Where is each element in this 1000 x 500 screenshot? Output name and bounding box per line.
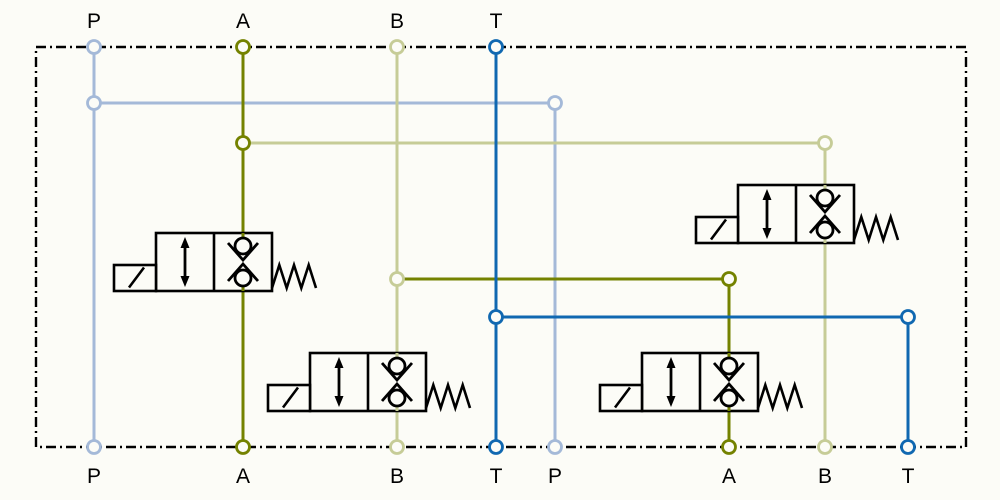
flow-arrow-head-down-icon (762, 228, 772, 239)
flow-arrow-head-up-icon (334, 357, 344, 368)
check-ball-bottom-icon (815, 220, 835, 240)
solenoid-slash-icon (709, 218, 728, 241)
port-label-bottom-T: T (902, 465, 915, 488)
check-ball-top-icon (387, 356, 407, 376)
labels-layer: P A B T P A B T P A B T (87, 10, 915, 488)
port-label-top-A: A (236, 10, 250, 33)
valve-bottom-right[interactable] (598, 351, 804, 413)
spring-icon (424, 380, 472, 413)
valve-top-left[interactable] (112, 231, 318, 293)
check-seat-top-icon (380, 362, 414, 383)
check-ball-bottom-icon (387, 388, 407, 408)
port-bottom-P[interactable] (86, 439, 102, 455)
check-ball-top-icon (815, 188, 835, 208)
solenoid-slash-icon (127, 266, 146, 289)
check-seat-bottom-icon (380, 381, 414, 402)
port-label-top-P: P (87, 10, 101, 33)
check-ball-bottom-icon (719, 388, 739, 408)
port-top-B[interactable] (389, 39, 405, 55)
port-label-top-B: B (390, 10, 404, 33)
valve-bottom-left[interactable] (266, 351, 472, 413)
port-top-A[interactable] (235, 39, 251, 55)
port-label-top-T: T (490, 10, 503, 33)
check-seat-bottom-icon (808, 213, 842, 234)
port-bottom-B[interactable] (817, 439, 833, 455)
flow-arrow-head-down-icon (666, 396, 676, 407)
flow-arrow-head-down-icon (334, 396, 344, 407)
check-ball-top-icon (719, 356, 739, 376)
port-bottom-P[interactable] (547, 439, 563, 455)
port-bottom-T[interactable] (488, 439, 504, 455)
port-bottom-A[interactable] (721, 439, 737, 455)
check-seat-bottom-icon (226, 261, 260, 282)
port-label-bottom-T: T (490, 465, 503, 488)
junction-node-t[interactable] (900, 309, 916, 325)
flow-arrow-head-down-icon (180, 276, 190, 287)
check-seat-top-icon (226, 242, 260, 263)
check-seat-bottom-icon (712, 381, 746, 402)
spring-icon (270, 260, 318, 293)
junction-node-b[interactable] (817, 135, 833, 151)
check-seat-top-icon (712, 362, 746, 383)
flow-arrow-head-up-icon (180, 237, 190, 248)
port-bottom-A[interactable] (235, 439, 251, 455)
check-ball-top-icon (233, 236, 253, 256)
spring-icon (756, 380, 804, 413)
check-ball-bottom-icon (233, 268, 253, 288)
spring-icon (852, 212, 900, 245)
port-label-bottom-P: P (87, 465, 101, 488)
junction-node-a[interactable] (235, 135, 251, 151)
junction-node-p[interactable] (86, 95, 102, 111)
flow-arrow-head-up-icon (666, 357, 676, 368)
check-seat-top-icon (808, 194, 842, 215)
junction-node-a[interactable] (721, 271, 737, 287)
port-bottom-B[interactable] (389, 439, 405, 455)
port-label-bottom-B: B (390, 465, 404, 488)
port-label-bottom-A: A (236, 465, 250, 488)
junction-node-p[interactable] (547, 95, 563, 111)
port-label-bottom-B: B (818, 465, 832, 488)
flow-arrow-head-up-icon (762, 189, 772, 200)
port-label-bottom-P: P (548, 465, 562, 488)
solenoid-slash-icon (281, 386, 300, 409)
port-label-bottom-A: A (722, 465, 736, 488)
valve-top-right[interactable] (694, 183, 900, 245)
junctions-layer (86, 95, 916, 325)
port-top-P[interactable] (86, 39, 102, 55)
port-bottom-T[interactable] (900, 439, 916, 455)
solenoid-slash-icon (613, 386, 632, 409)
port-top-T[interactable] (488, 39, 504, 55)
junction-node-t[interactable] (488, 309, 504, 325)
ports-layer (86, 39, 916, 455)
valves-layer (112, 183, 900, 413)
junction-node-b[interactable] (389, 271, 405, 287)
